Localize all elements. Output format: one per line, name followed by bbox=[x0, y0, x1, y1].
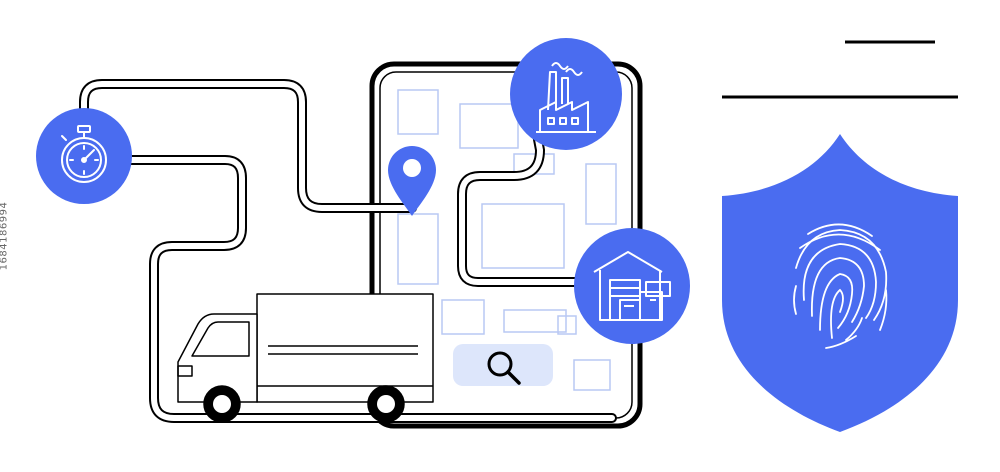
stopwatch-icon bbox=[61, 125, 107, 183]
warehouse-badge bbox=[574, 228, 690, 344]
search-icon bbox=[487, 351, 521, 385]
factory-badge bbox=[510, 38, 622, 150]
map-blocks bbox=[397, 89, 617, 391]
factory-icon bbox=[536, 62, 596, 133]
fingerprint-icon bbox=[793, 223, 888, 349]
location-pin-icon bbox=[388, 146, 436, 216]
delivery-truck-icon bbox=[177, 293, 434, 423]
search-bar[interactable] bbox=[453, 344, 553, 386]
decorative-lines bbox=[722, 40, 958, 99]
delivery-route bbox=[79, 79, 617, 423]
tablet-map bbox=[369, 61, 643, 429]
warehouse-icon bbox=[593, 251, 671, 321]
stopwatch-badge bbox=[36, 108, 132, 204]
shield-icon bbox=[722, 134, 958, 432]
